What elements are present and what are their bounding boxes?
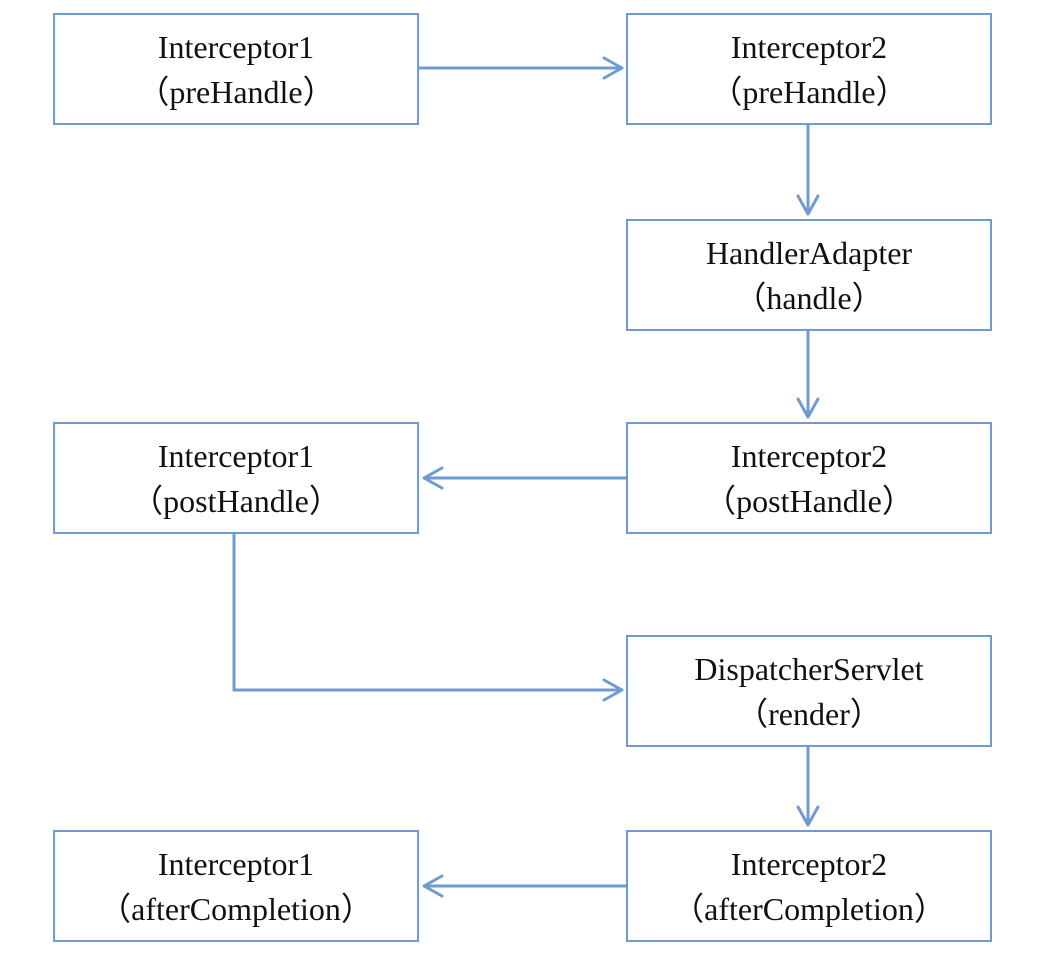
- node-interceptor2-aftercompletion-line1: Interceptor2: [731, 846, 887, 882]
- node-dispatcherservlet-render-line1: DispatcherServlet: [694, 651, 923, 687]
- node-interceptor2-posthandle-line2: （postHandle）: [704, 483, 914, 519]
- node-interceptor2-prehandle: Interceptor2 （preHandle）: [626, 13, 992, 125]
- node-interceptor2-prehandle-line1: Interceptor2: [731, 29, 887, 65]
- edge-i1post-to-dispatcher: [232, 533, 624, 702]
- node-interceptor2-posthandle: Interceptor2 （postHandle）: [626, 422, 992, 534]
- node-handleradapter-handle-line2: （handle）: [734, 280, 883, 316]
- node-interceptor2-prehandle-line2: （preHandle）: [710, 74, 907, 110]
- node-interceptor1-posthandle: Interceptor1 （postHandle）: [53, 422, 419, 534]
- node-interceptor1-posthandle-line2: （postHandle）: [131, 483, 341, 519]
- edge-adapter-to-i2post: [796, 330, 820, 419]
- node-interceptor1-aftercompletion-line1: Interceptor1: [158, 846, 314, 882]
- node-handleradapter-handle: HandlerAdapter （handle）: [626, 219, 992, 331]
- edge-i2post-to-i1post: [422, 466, 626, 490]
- node-interceptor1-prehandle-line2: （preHandle）: [137, 74, 334, 110]
- edge-i2pre-to-adapter: [796, 124, 820, 216]
- node-interceptor1-prehandle-line1: Interceptor1: [158, 29, 314, 65]
- node-interceptor2-aftercompletion: Interceptor2 （afterCompletion）: [626, 830, 992, 942]
- edge-dispatcher-to-i2after: [796, 746, 820, 827]
- node-handleradapter-handle-line1: HandlerAdapter: [706, 235, 912, 271]
- edge-i1pre-to-i2pre: [418, 56, 624, 80]
- node-interceptor2-aftercompletion-line2: （afterCompletion）: [672, 891, 946, 927]
- node-interceptor1-aftercompletion-line2: （afterCompletion）: [99, 891, 373, 927]
- node-interceptor1-aftercompletion: Interceptor1 （afterCompletion）: [53, 830, 419, 942]
- node-dispatcherservlet-render-line2: （render）: [736, 696, 882, 732]
- node-interceptor1-posthandle-line1: Interceptor1: [158, 438, 314, 474]
- edge-i2after-to-i1after: [422, 874, 626, 898]
- node-interceptor1-prehandle: Interceptor1 （preHandle）: [53, 13, 419, 125]
- node-interceptor2-posthandle-line1: Interceptor2: [731, 438, 887, 474]
- node-dispatcherservlet-render: DispatcherServlet （render）: [626, 635, 992, 747]
